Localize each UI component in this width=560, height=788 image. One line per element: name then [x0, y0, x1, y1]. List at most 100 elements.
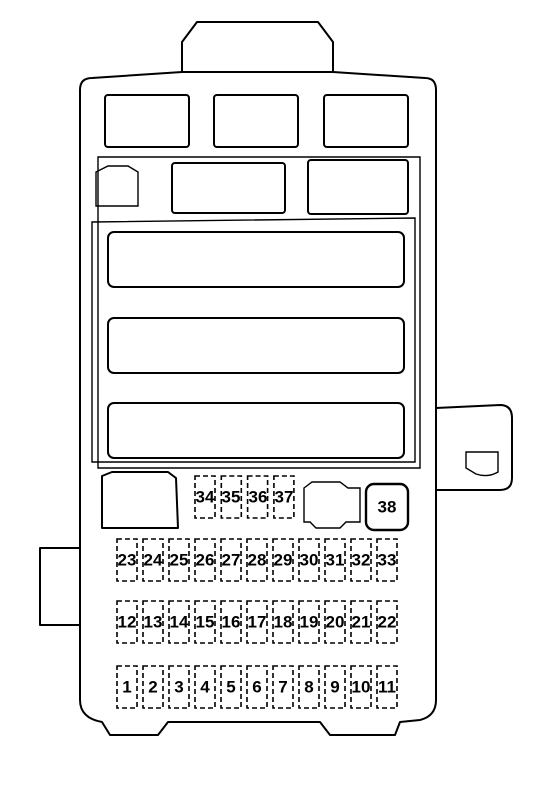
fuse-slot	[220, 538, 242, 582]
fuse-slot	[220, 600, 242, 644]
fuse-slot	[350, 538, 372, 582]
fuse-label: 33	[378, 551, 397, 570]
top-socket-left	[104, 94, 190, 148]
right-mounting-bracket	[435, 404, 513, 491]
fuse-label: 30	[300, 551, 319, 570]
relay-block-right	[307, 159, 409, 215]
fuse-label: 19	[300, 613, 319, 632]
fuse-label: 6	[252, 678, 261, 697]
large-relay-3	[107, 402, 405, 459]
top-socket-right	[323, 94, 409, 148]
fuse-label: 17	[248, 613, 267, 632]
fuse-slot	[168, 665, 190, 709]
fuse-label: 7	[278, 678, 287, 697]
large-relay-2	[107, 317, 405, 374]
fuse-label: 1	[122, 678, 131, 697]
fuse-slot	[324, 538, 346, 582]
fuse-slot	[142, 538, 164, 582]
fuse-slot	[324, 600, 346, 644]
fuse-row-23-33: 23 24 25 26 27 28 29 30 31 32 33	[118, 551, 397, 570]
fuse-label: 34	[196, 488, 215, 507]
large-relay-1	[107, 231, 405, 288]
fuse-label: 31	[326, 551, 345, 570]
fuse-label: 8	[304, 678, 313, 697]
top-socket-center	[213, 94, 299, 148]
fuse-slot	[246, 665, 268, 709]
fuse-label: 22	[378, 613, 397, 632]
left-side-clip	[39, 547, 80, 626]
fuse-label: 9	[330, 678, 339, 697]
fuse-slot	[272, 665, 294, 709]
fuse-label: 2	[148, 678, 157, 697]
fuse-slot	[246, 538, 268, 582]
fuse-label: 16	[222, 613, 241, 632]
fuse-slot	[194, 538, 216, 582]
fuse-label: 10	[352, 678, 371, 697]
fuse-label: 14	[170, 613, 189, 632]
fuse-slot	[246, 600, 268, 644]
fuse-slot	[272, 600, 294, 644]
fuse-label: 26	[196, 551, 215, 570]
fuse-slot	[194, 475, 216, 519]
relay-block-center	[171, 162, 286, 214]
fuse-slot	[220, 475, 243, 519]
fuse-slot	[350, 665, 372, 709]
fuse-label: 27	[222, 551, 241, 570]
fuse-box-housing	[79, 71, 437, 736]
fuse-label: 37	[275, 488, 294, 507]
fuse-label: 25	[170, 551, 189, 570]
small-connector-right	[303, 481, 361, 529]
fuse-label: 12	[118, 613, 137, 632]
fuse-label: 29	[274, 551, 293, 570]
fuse-slot	[376, 600, 398, 644]
fuse-row-12-22: 12 13 14 15 16 17 18 19 20 21 22	[118, 613, 397, 632]
fuse-38-box	[364, 482, 410, 532]
fuse-slot	[246, 475, 269, 519]
fuse-slot	[376, 665, 398, 709]
fuse-slot	[142, 600, 164, 644]
fuse-slots	[116, 475, 398, 709]
fuse-label: 11	[378, 678, 396, 697]
relay-housing-frame	[91, 217, 416, 463]
fuse-slot	[376, 538, 398, 582]
fuse-label: 3	[174, 678, 183, 697]
fuse-slot	[168, 600, 190, 644]
fuse-slot	[298, 538, 320, 582]
fuse-slot	[194, 600, 216, 644]
fuse-slot	[298, 600, 320, 644]
fuse-slot	[324, 665, 346, 709]
fuse-label: 18	[274, 613, 293, 632]
small-connector-left	[95, 165, 139, 207]
fuse-label: 20	[326, 613, 345, 632]
fuse-slot	[350, 600, 372, 644]
fuse-label: 13	[144, 613, 163, 632]
fuse-slot	[116, 538, 138, 582]
bracket-hole	[465, 451, 499, 477]
fuse-label: 4	[200, 678, 210, 697]
fuse-slot	[273, 475, 295, 519]
fuse-label: 23	[118, 551, 137, 570]
upper-fuse-row: 34 35 36 37	[196, 488, 294, 507]
fuse-label: 15	[196, 613, 215, 632]
fuse-label: 28	[248, 551, 267, 570]
fuse-slot	[220, 665, 242, 709]
fuse-row-1-11: 1 2 3 4 5 6 7 8 9 10 11	[122, 678, 396, 697]
fuse-label: 24	[144, 551, 163, 570]
fuse-slot	[298, 665, 320, 709]
fuse-slot	[116, 600, 138, 644]
fuse-label: 21	[352, 613, 371, 632]
fuse-label: 32	[352, 551, 371, 570]
fuse-slot	[142, 665, 164, 709]
fuse-label: 5	[226, 678, 235, 697]
fuse-slot	[168, 538, 190, 582]
fuse-label: 36	[249, 488, 268, 507]
fuse-label: 35	[222, 488, 241, 507]
lower-left-block	[101, 471, 179, 529]
inner-frame	[97, 156, 421, 469]
top-connector-tab	[181, 21, 334, 72]
fuse-slot	[116, 665, 138, 709]
fuse-slot	[194, 665, 216, 709]
fuse-38-label: 38	[378, 498, 397, 517]
fuse-slot	[272, 538, 294, 582]
